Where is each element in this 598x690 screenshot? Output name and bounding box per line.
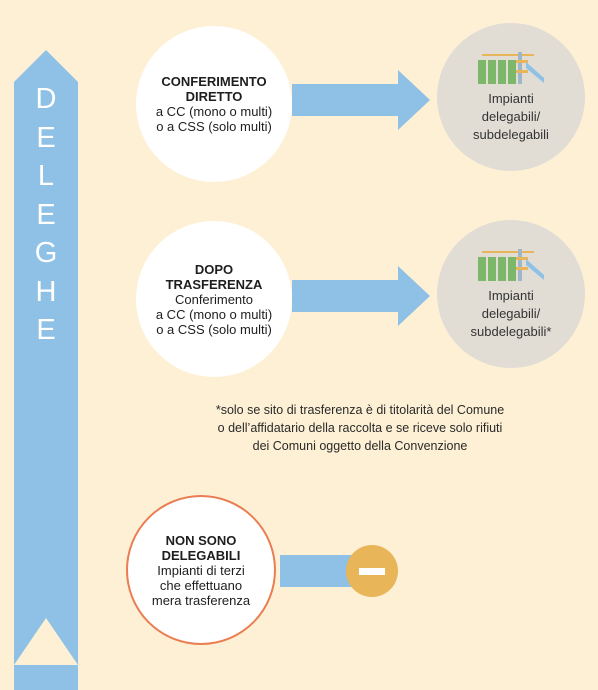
impianti-text-3: subdelegabili — [473, 127, 549, 142]
dopo-trasferenza-text-3: o a CSS (solo multi) — [156, 321, 272, 337]
ribbon-letter: D — [35, 83, 57, 115]
footnote-line-1: *solo se sito di trasferenza è di titola… — [215, 403, 505, 417]
impianti-text-1: Impianti — [488, 91, 534, 106]
deleghe-label: D E L E G H E — [14, 80, 78, 350]
impianti-delegabili-circle: Impianti delegabili/ subdelegabili* — [437, 220, 585, 368]
impianti-text-3: subdelegabili* — [470, 324, 552, 339]
ribbon-letter: G — [34, 237, 58, 269]
footnote: *solo se sito di trasferenza è di titola… — [120, 401, 598, 455]
plant-icon — [478, 249, 544, 281]
dopo-trasferenza-circle: DOPO TRASFERENZA Conferimento a CC (mono… — [136, 221, 292, 377]
non-delegabili-text-1: Impianti di terzi — [157, 562, 245, 578]
deleghe-ribbon — [14, 50, 78, 690]
impianti-label: Impianti delegabili/ subdelegabili* — [471, 287, 552, 341]
footnote-line-3: dei Comuni oggetto della Convenzione — [252, 439, 468, 453]
impianti-label: Impianti delegabili/ subdelegabili — [473, 90, 549, 144]
impianti-text-1: Impianti — [488, 288, 534, 303]
impianti-text-2: delegabili/ — [481, 306, 541, 321]
conferimento-diretto-text-2: o a CSS (solo multi) — [156, 119, 272, 134]
ribbon-letter: E — [36, 314, 56, 346]
plant-icon — [478, 52, 544, 84]
conferimento-diretto-text-1: a CC (mono o multi) — [155, 104, 273, 119]
minus-icon — [346, 545, 398, 597]
dopo-trasferenza-title-1: DOPO — [194, 261, 234, 277]
footnote-line-2: o dell’affidatario della raccolta e se r… — [217, 421, 503, 435]
impianti-delegabili-circle: Impianti delegabili/ subdelegabili — [437, 23, 585, 171]
non-delegabili-text-2: che effettuano — [159, 577, 243, 593]
ribbon-letter: E — [36, 121, 56, 154]
ribbon-letter: E — [36, 198, 56, 231]
non-delegabili-title-1: NON SONO — [165, 532, 237, 548]
arrow-right-icon — [292, 70, 430, 130]
conferimento-diretto-title-1: CONFERIMENTO — [161, 74, 267, 89]
impianti-text-2: delegabili/ — [481, 109, 541, 124]
conferimento-diretto-title-2: DIRETTO — [185, 89, 243, 104]
arrow-right-icon — [292, 266, 430, 326]
non-delegabili-circle: NON SONO DELEGABILI Impianti di terzi ch… — [126, 495, 276, 645]
dopo-trasferenza-text-2: a CC (mono o multi) — [155, 306, 273, 322]
ribbon-letter: L — [37, 160, 55, 192]
dopo-trasferenza-title-2: TRASFERENZA — [165, 276, 263, 292]
ribbon-letter: H — [35, 275, 57, 308]
dopo-trasferenza-text-1: Conferimento — [174, 291, 254, 307]
conferimento-diretto-circle: CONFERIMENTO DIRETTO a CC (mono o multi)… — [136, 26, 292, 182]
non-delegabili-text-3: mera trasferenza — [151, 592, 251, 608]
non-delegabili-title-2: DELEGABILI — [161, 547, 241, 563]
